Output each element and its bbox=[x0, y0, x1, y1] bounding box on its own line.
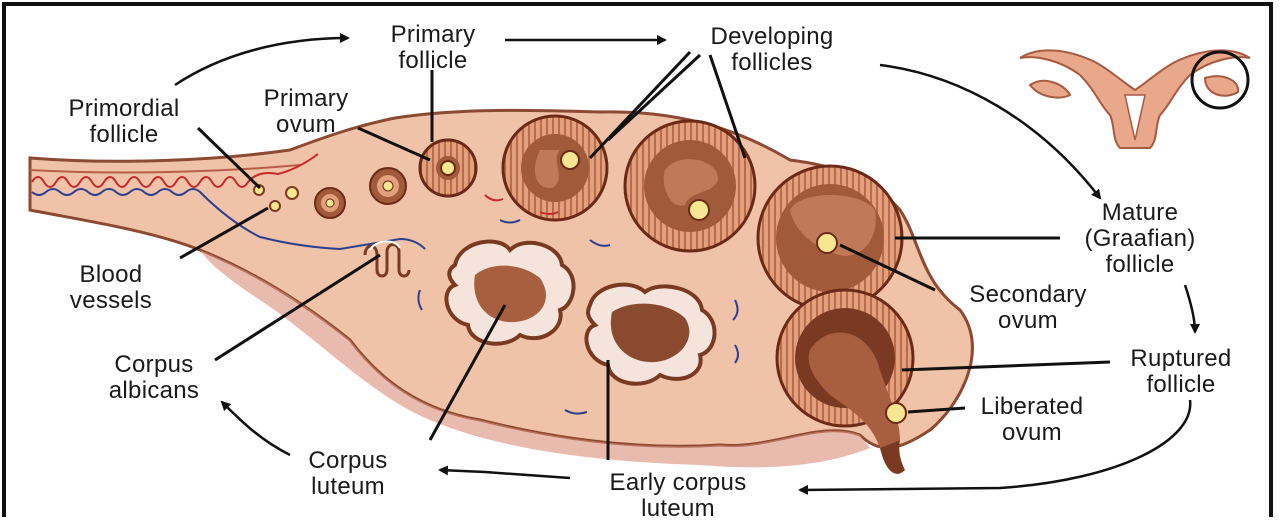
label-liberated-ovum: Liberated ovum bbox=[981, 394, 1084, 446]
developing-follicle-1 bbox=[503, 116, 607, 220]
label-blood-vessels: Blood vessels bbox=[70, 262, 152, 314]
label-ruptured-follicle: Ruptured follicle bbox=[1130, 346, 1231, 398]
early-follicle-medium bbox=[370, 168, 406, 204]
developing-follicle-2 bbox=[625, 121, 755, 251]
label-developing-follicles: Developing follicles bbox=[710, 24, 833, 76]
primary-follicle bbox=[420, 140, 476, 196]
label-secondary-ovum: Secondary ovum bbox=[969, 282, 1086, 334]
label-early-corpus-luteum: Early corpus luteum bbox=[610, 470, 747, 521]
uterus-icon bbox=[1020, 50, 1250, 148]
label-corpus-luteum: Corpus luteum bbox=[308, 448, 387, 500]
graafian-follicle bbox=[758, 166, 902, 310]
label-primary-follicle: Primary follicle bbox=[391, 22, 476, 74]
label-primary-ovum: Primary ovum bbox=[264, 86, 349, 138]
early-follicle-small bbox=[315, 188, 345, 218]
label-mature-graafian-follicle: Mature (Graafian) follicle bbox=[1084, 200, 1195, 278]
label-primordial-follicle: Primordial follicle bbox=[68, 96, 179, 148]
label-corpus-albicans: Corpus albicans bbox=[109, 352, 199, 404]
